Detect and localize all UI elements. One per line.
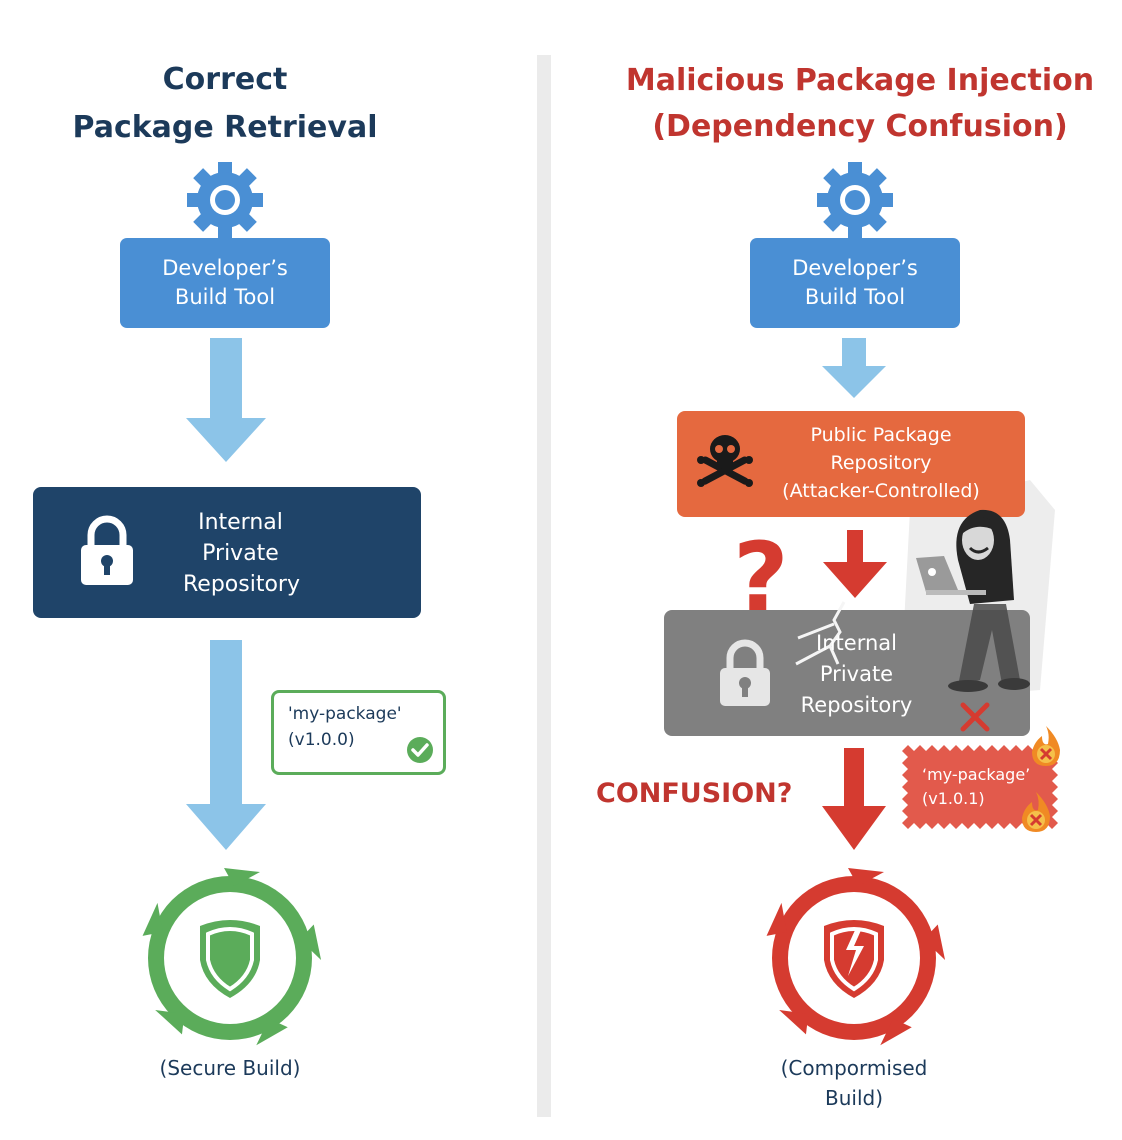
public-repo-line3: (Attacker-Controlled) (782, 480, 980, 502)
repo-line2: Private (202, 541, 279, 566)
public-repo-line1: Public Package (810, 424, 952, 446)
left-title: Correct Package Retrieval (40, 56, 410, 152)
x-mark-icon (960, 702, 990, 732)
public-repo-line2: Repository (830, 452, 932, 474)
gear-icon (817, 162, 893, 240)
left-title-line2: Package Retrieval (72, 110, 378, 145)
malicious-package-version: (v1.0.1) (922, 789, 985, 808)
panel-divider (537, 55, 551, 1117)
right-build-tool-box: Developer’s Build Tool (750, 238, 960, 328)
secure-build-shield-icon (142, 868, 322, 1046)
left-build-tool-box: Developer’s Build Tool (120, 238, 330, 328)
malicious-package-name: ‘my-package’ (922, 765, 1031, 784)
left-internal-repo-box: Internal Private Repository (33, 487, 421, 618)
compromised-build-shield-icon (766, 868, 946, 1046)
crack-icon (795, 601, 846, 666)
lock-icon (720, 639, 770, 706)
left-package-badge: 'my-package' (v1.0.0) (271, 690, 446, 775)
compromised-build-line2: Build) (824, 1086, 883, 1110)
right-title-line2: (Dependency Confusion) (652, 109, 1068, 144)
right-build-tool-line1: Developer’s (792, 256, 918, 280)
check-circle-icon (407, 737, 433, 763)
repo-line1: Internal (198, 510, 283, 535)
left-build-tool-line1: Developer’s (162, 256, 288, 280)
right-title-line1: Malicious Package Injection (625, 63, 1095, 98)
right-title: Malicious Package Injection (Dependency … (620, 58, 1100, 150)
package-version: (v1.0.0) (288, 730, 355, 750)
confusion-label: CONFUSION? (596, 778, 793, 809)
public-repo-label: Public Package Repository (Attacker-Cont… (767, 421, 995, 505)
arrow-down-icon (822, 748, 886, 850)
malicious-package-badge-shape (902, 745, 1058, 829)
compromised-repo-label: Internal Private Repository (764, 628, 949, 721)
compromised-repo-line3: Repository (800, 693, 913, 717)
malicious-package-badge: ‘my-package’ (v1.0.1) (922, 763, 1030, 811)
compromised-repo-line2: Private (819, 662, 894, 686)
repo-line3: Repository (183, 572, 300, 597)
compromised-repo-line1: Internal (816, 631, 897, 655)
fire-x-icon (1032, 726, 1060, 766)
lock-icon (81, 515, 133, 585)
arrow-down-icon (823, 530, 887, 598)
package-name: 'my-package' (288, 704, 402, 724)
compromised-build-line1: (Compormised (780, 1056, 928, 1080)
fire-x-icon (1022, 792, 1050, 832)
compromised-build-label: (Compormised Build) (744, 1053, 964, 1113)
gear-icon (187, 162, 263, 240)
right-build-tool-line2: Build Tool (804, 285, 906, 309)
hacker-icon (916, 509, 1030, 692)
skull-crossbones-icon (697, 435, 753, 487)
public-repo-box: Public Package Repository (Attacker-Cont… (677, 411, 1025, 517)
arrow-down-icon (186, 640, 266, 850)
arrow-down-icon (186, 338, 266, 462)
left-build-tool-line2: Build Tool (174, 285, 276, 309)
arrow-down-icon (822, 338, 886, 398)
secure-build-label: (Secure Build) (159, 1056, 301, 1080)
left-title-line1: Correct (162, 62, 288, 97)
left-internal-repo-label: Internal Private Repository (183, 507, 300, 600)
